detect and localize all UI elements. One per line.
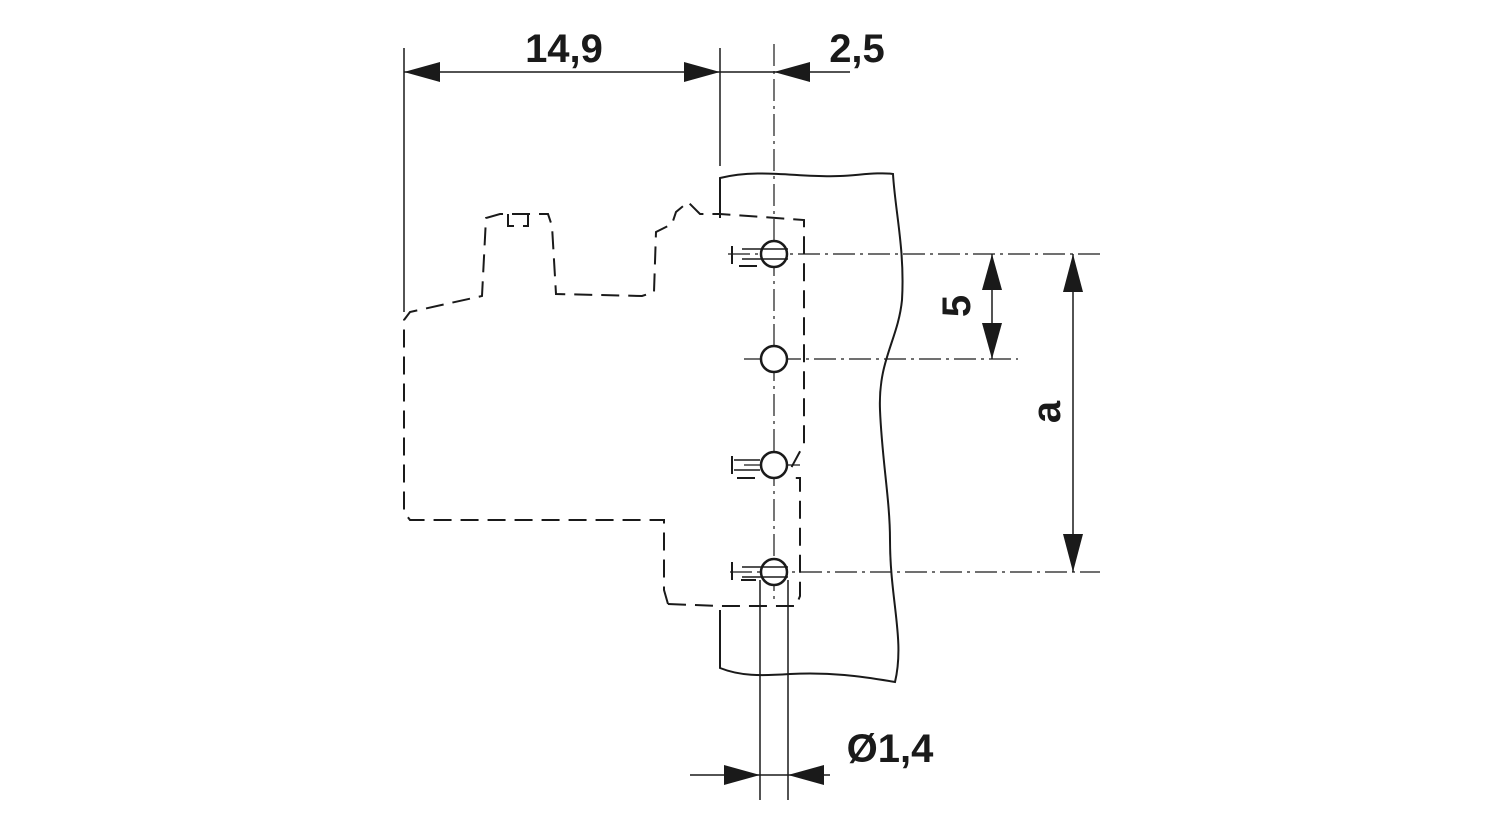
dimension-span: a — [1025, 254, 1083, 572]
pin-hole-3 — [759, 450, 789, 480]
dimension-pin-offset: 2,5 — [720, 27, 885, 82]
dim-label-pin-offset: 2,5 — [829, 27, 885, 71]
pin-hole-1 — [759, 239, 789, 269]
dimension-pitch: 5 — [935, 254, 1002, 359]
pin-holes — [734, 239, 789, 587]
pin-hole-4 — [759, 557, 789, 587]
dim-label-hole-diameter: Ø1,4 — [847, 727, 934, 771]
connector-housing-outline — [403, 200, 805, 607]
row-center-lines — [728, 253, 1100, 573]
dim-label-pitch: 5 — [935, 295, 979, 317]
pcb-board-outline — [719, 172, 904, 684]
dimension-hole-diameter: Ø1,4 — [690, 580, 934, 800]
dimension-overall-width: 14,9 — [403, 27, 721, 312]
dim-label-overall-width: 14,9 — [525, 27, 603, 71]
pin-hole-2 — [759, 344, 789, 374]
dim-label-span: a — [1025, 400, 1069, 423]
